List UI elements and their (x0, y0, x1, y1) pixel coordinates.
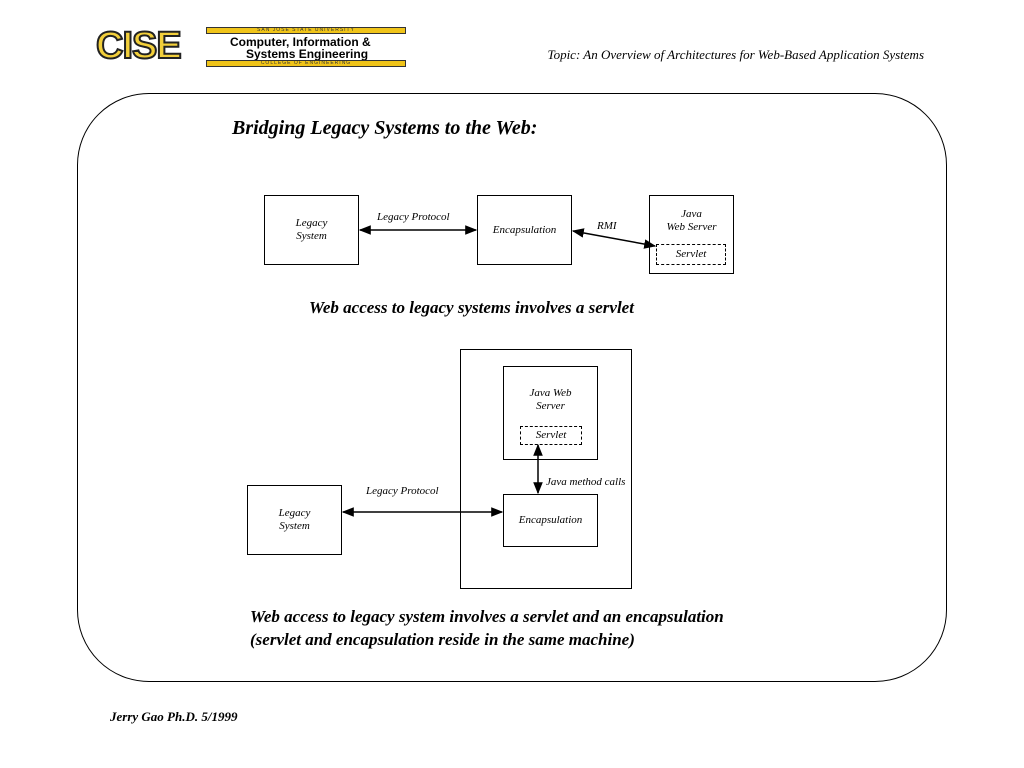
java-web-server-label-1b: Web Server (666, 221, 717, 233)
java-web-server-box-1: Java Web Server Servlet (649, 195, 734, 274)
logo-mark: CISE (95, 25, 183, 67)
logo-line-2: Systems Engineering (246, 47, 369, 61)
encapsulation-label-2: Encapsulation (518, 514, 583, 526)
cise-logo: SAN JOSE STATE UNIVERSITY CISE Computer,… (95, 25, 408, 70)
servlet-box-2: Servlet (520, 426, 582, 445)
logo-university-bar: SAN JOSE STATE UNIVERSITY (206, 27, 406, 34)
logo-line-1: Computer, Information & (230, 35, 371, 49)
caption-diagram-1: Web access to legacy systems involves a … (309, 298, 634, 317)
java-web-server-label-1a: Java (681, 208, 702, 220)
slide-topic: Topic: An Overview of Architectures for … (547, 47, 924, 62)
slide-footer: Jerry Gao Ph.D. 5/1999 (110, 709, 238, 724)
legacy-system-box-2: Legacy System (247, 485, 342, 555)
legacy-system-label-2: Legacy System (278, 507, 311, 532)
servlet-label-2: Servlet (535, 429, 567, 441)
logo-college-bar: COLLEGE OF ENGINEERING (206, 60, 406, 67)
rmi-label: RMI (597, 220, 617, 232)
servlet-label-1: Servlet (675, 248, 707, 260)
java-web-server-box-2: Java Web Server Servlet (503, 366, 598, 460)
slide-frame (77, 93, 947, 682)
java-web-server-label-2: Java Web Server (529, 387, 572, 412)
caption-diagram-2-line-1: Web access to legacy system involves a s… (250, 607, 724, 626)
encapsulation-label-1: Encapsulation (492, 223, 557, 236)
encapsulation-box-1: Encapsulation (477, 195, 572, 265)
java-method-calls-label: Java method calls (546, 476, 626, 488)
legacy-protocol-label-2: Legacy Protocol (366, 485, 439, 497)
caption-diagram-2: Web access to legacy system involves a s… (250, 605, 724, 651)
caption-diagram-2-line-2: (servlet and encapsulation reside in the… (250, 630, 635, 649)
legacy-protocol-label-1: Legacy Protocol (377, 211, 450, 223)
slide-heading: Bridging Legacy Systems to the Web: (232, 117, 538, 139)
legacy-system-box-1: Legacy System (264, 195, 359, 265)
servlet-box-1: Servlet (656, 244, 726, 265)
legacy-system-label-1: Legacy System (295, 217, 328, 242)
encapsulation-box-2: Encapsulation (503, 494, 598, 547)
